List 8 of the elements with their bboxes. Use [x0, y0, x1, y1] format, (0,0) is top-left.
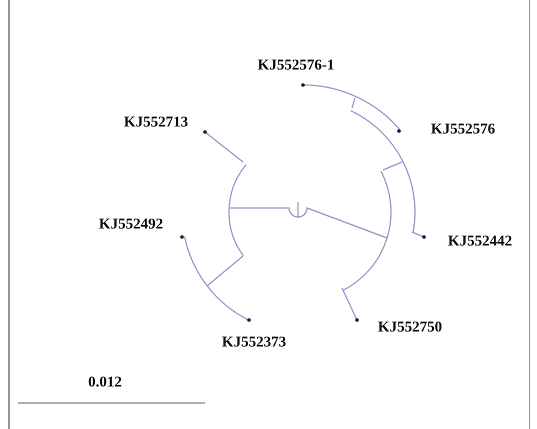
scale-value: 0.012 — [88, 376, 122, 390]
leaf-label: KJ552442 — [448, 234, 512, 250]
leaf-label: KJ552373 — [222, 336, 286, 350]
leaf-label: KJ552713 — [124, 116, 188, 130]
leaf-label: KJ552576 — [430, 122, 496, 138]
leaf-label: KJ552576-1 — [258, 58, 334, 74]
leaf-label: KJ552750 — [378, 320, 442, 336]
leaf-label: KJ552492 — [98, 218, 164, 232]
